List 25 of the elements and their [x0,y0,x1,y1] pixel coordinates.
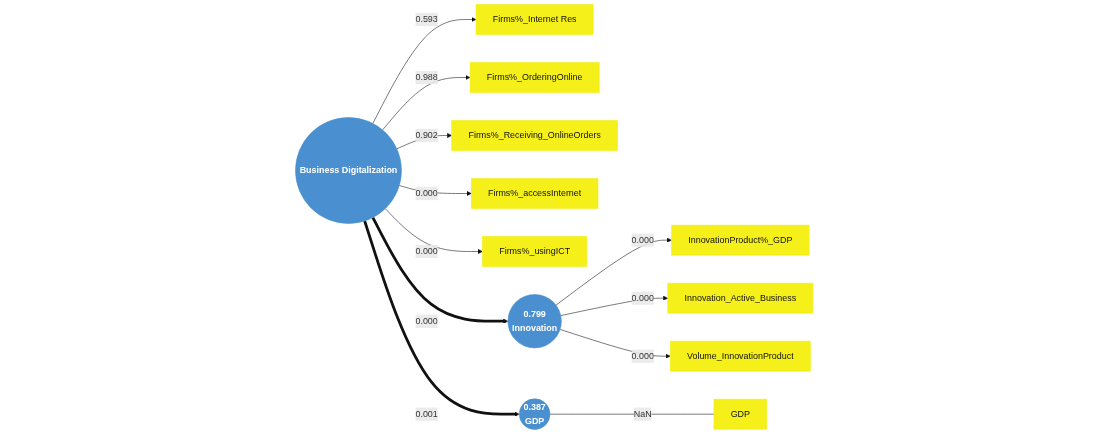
edge-label: 0.902 [415,130,439,140]
node-box: Volume_InnovationProduct [670,340,811,372]
arrow [371,216,509,324]
edge-label: 0.000 [415,246,439,256]
edge-label: 0.000 [631,351,655,361]
edge-label: NaN [634,409,652,419]
edge-label: 0.000 [631,235,655,245]
edge-label: 0.001 [415,409,439,419]
node-box: GDP [714,398,768,430]
edge-label: 0.988 [415,72,439,82]
node-box: Firms%_OrderingOnline [470,62,600,93]
edge-label: 0.000 [631,293,655,303]
node-box: Firms%_usingICT [482,236,588,267]
node-circle: Business Digitalization [295,117,403,224]
node-circle: 0.387 GDP [519,398,551,430]
edge-label: 0.000 [415,316,439,326]
edge-label: 0.593 [415,14,439,24]
node-box: Innovation_Active_Business [667,282,814,314]
node-box: InnovationProduct%_GDP [671,224,810,256]
node-box: Firms%_accessInternet [471,178,599,209]
node-box: Firms%_Internet Res [476,4,594,35]
node-box: Firms%_Receiving_OnlineOrders [451,120,619,151]
node-circle: 0.799 Innovation [507,294,562,349]
arrow [363,220,520,417]
edge-label: 0.000 [415,188,439,198]
